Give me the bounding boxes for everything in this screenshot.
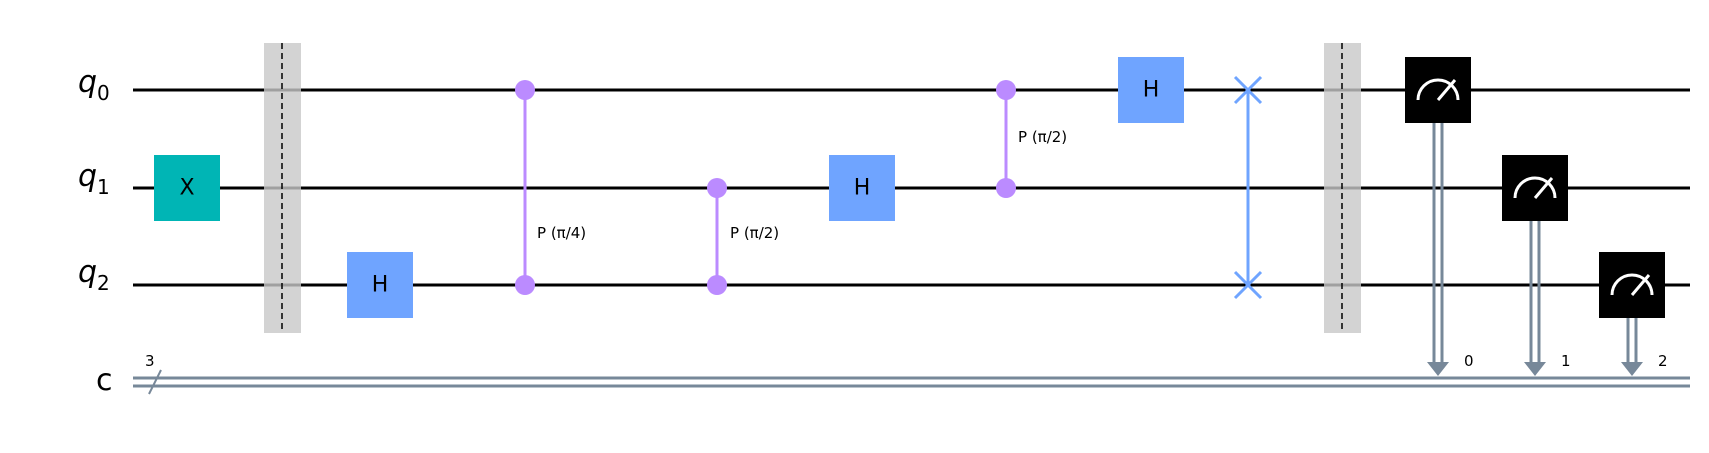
classical-wire: 3 (133, 352, 1690, 395)
measure-q1[interactable]: 1 (1502, 155, 1571, 376)
control-dot (707, 275, 727, 295)
controlled-phase-q0-q2[interactable]: P (π/4) (515, 80, 586, 295)
bus-slash (148, 369, 162, 395)
measure-bit-1: 1 (1561, 352, 1571, 370)
swap-cross-q0 (1233, 75, 1263, 105)
measure-q2[interactable]: 2 (1599, 252, 1668, 376)
h-gate-q0-label: H (1143, 78, 1160, 103)
phase-label-pi-2-b: P (π/2) (1018, 128, 1067, 146)
x-gate[interactable]: X (154, 155, 220, 221)
control-dot (515, 80, 535, 100)
measure-arrow (1524, 362, 1546, 376)
meter-needle (1533, 177, 1554, 199)
barrier-2 (1324, 43, 1361, 333)
classical-width-label: 3 (145, 352, 155, 370)
control-dot (515, 275, 535, 295)
swap-cross-q2 (1233, 270, 1263, 300)
phase-label-pi-2-a: P (π/2) (730, 224, 779, 242)
h-gate-q2-label: H (372, 273, 389, 298)
swap-gate-q0-q2[interactable] (1233, 75, 1263, 300)
controlled-phase-q0-q1[interactable]: P (π/2) (996, 80, 1067, 198)
h-gate-q1-label: H (854, 176, 871, 201)
classical-register-label: c (96, 363, 113, 398)
h-gate-q2[interactable]: H (347, 252, 413, 318)
meter-icon (1416, 78, 1460, 101)
qubit-label-q2: q2 (78, 255, 110, 295)
meter-icon (1610, 273, 1654, 296)
measure-bit-0: 0 (1464, 352, 1474, 370)
meter-needle (1630, 274, 1651, 296)
control-dot (996, 178, 1016, 198)
qubit-label-q0: q0 (78, 65, 110, 105)
measure-arrow (1427, 362, 1449, 376)
x-gate-label: X (179, 176, 194, 201)
meter-icon (1513, 176, 1557, 199)
phase-label-pi-4: P (π/4) (537, 224, 586, 242)
controlled-phase-q1-q2[interactable]: P (π/2) (707, 178, 779, 295)
h-gate-q1[interactable]: H (829, 155, 895, 221)
control-dot (996, 80, 1016, 100)
h-gate-q0[interactable]: H (1118, 57, 1184, 123)
measure-q0[interactable]: 0 (1405, 57, 1474, 376)
meter-needle (1436, 79, 1457, 101)
measure-bit-2: 2 (1658, 352, 1668, 370)
barrier-1 (264, 43, 301, 333)
control-dot (707, 178, 727, 198)
qubit-label-q1: q1 (78, 159, 110, 199)
measure-arrow (1621, 362, 1643, 376)
